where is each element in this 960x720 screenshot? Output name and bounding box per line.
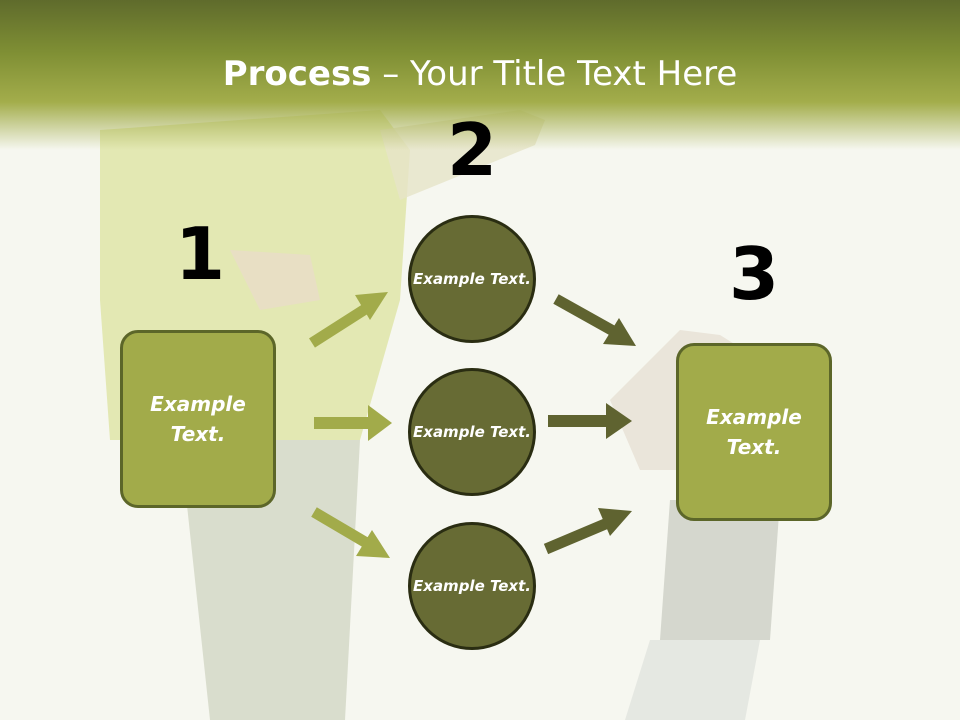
arrow-to-middle-circle bbox=[314, 405, 392, 441]
right-box-text: Example Text. bbox=[706, 405, 802, 459]
right-box[interactable]: Example Text. bbox=[676, 343, 832, 521]
left-box[interactable]: Example Text. bbox=[120, 330, 276, 508]
arrow-from-middle-circle bbox=[548, 403, 632, 439]
slide-title: Process – Your Title Text Here bbox=[0, 54, 960, 94]
arrow-to-bottom-circle bbox=[311, 507, 390, 558]
step-number-3: 3 bbox=[728, 232, 780, 316]
circle-middle[interactable]: Example Text. bbox=[408, 368, 536, 496]
circle-bottom-text: Example Text. bbox=[413, 576, 531, 595]
title-rest: – Your Title Text Here bbox=[371, 54, 738, 94]
circle-top[interactable]: Example Text. bbox=[408, 215, 536, 343]
circle-bottom[interactable]: Example Text. bbox=[408, 522, 536, 650]
title-bold: Process bbox=[222, 54, 372, 94]
arrow-to-top-circle bbox=[309, 292, 388, 348]
arrow-from-top-circle bbox=[553, 294, 636, 346]
arrow-from-bottom-circle bbox=[543, 508, 632, 555]
circle-middle-text: Example Text. bbox=[413, 422, 531, 441]
title-bar bbox=[0, 0, 960, 150]
circle-top-text: Example Text. bbox=[413, 269, 531, 288]
left-box-text: Example Text. bbox=[150, 392, 246, 446]
step-number-2: 2 bbox=[446, 108, 498, 192]
step-number-1: 1 bbox=[174, 212, 226, 296]
